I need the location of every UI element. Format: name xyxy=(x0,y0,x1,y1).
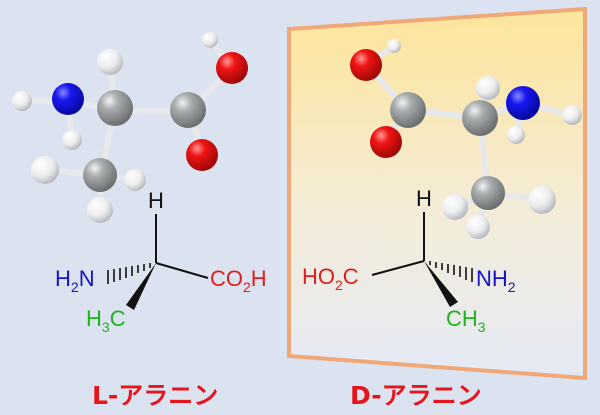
bond-to-carboxyl xyxy=(155,262,209,279)
carboxyl-group: CO2H xyxy=(210,266,267,295)
oxygen-atom xyxy=(370,126,402,158)
nitrogen-atom xyxy=(52,83,84,115)
d-alanine-structural-formula: H HO2C NH2 CH3 xyxy=(302,186,516,335)
carbon-atom-methyl xyxy=(83,158,117,192)
hydrogen-atom xyxy=(562,105,582,125)
oxygen-atom xyxy=(350,49,382,81)
carbon-atom-carboxyl xyxy=(390,92,426,128)
hydrogen-atom xyxy=(31,156,59,184)
hydrogen-atom xyxy=(124,169,146,191)
carbon-atom-alpha xyxy=(462,100,498,136)
l-alanine-structural-formula: H H2N CO2H H3C xyxy=(55,188,267,335)
carboxyl-group: HO2C xyxy=(302,264,359,293)
oxygen-atom xyxy=(186,139,218,171)
methyl-group: H3C xyxy=(86,306,126,335)
hydrogen-atom xyxy=(12,91,32,111)
hydrogen-atom xyxy=(202,32,218,48)
solid-wedge-bond xyxy=(126,263,156,310)
l-alanine-3d-model xyxy=(12,32,248,223)
hydrogen-atom xyxy=(387,39,401,53)
amine-group: NH2 xyxy=(476,266,516,295)
amine-group: H2N xyxy=(55,266,95,295)
carbon-atom-methyl xyxy=(471,176,505,210)
hydrogen-label: H xyxy=(148,188,164,213)
hashed-wedge-bond xyxy=(107,263,151,284)
hydrogen-atom xyxy=(97,49,123,75)
d-alanine-3d-model xyxy=(350,39,582,239)
hydrogen-atom xyxy=(507,126,525,144)
hydrogen-atom xyxy=(476,76,500,100)
solid-wedge-bond xyxy=(424,261,458,307)
hashed-wedge-bond xyxy=(429,261,473,282)
hydrogen-atom xyxy=(87,197,113,223)
hydrogen-atom xyxy=(528,186,556,214)
hydrogen-atom xyxy=(442,194,468,220)
carbon-atom-alpha xyxy=(97,90,133,126)
bond-to-carboxyl xyxy=(371,260,425,276)
l-alanine-label: L-アラニン xyxy=(92,381,219,410)
nitrogen-atom xyxy=(506,86,540,120)
hydrogen-atom xyxy=(62,130,82,150)
hydrogen-label: H xyxy=(416,186,432,211)
methyl-group: CH3 xyxy=(446,306,486,335)
oxygen-atom xyxy=(216,52,248,84)
d-alanine-label: D-アラニン xyxy=(350,381,482,410)
carbon-atom-carboxyl xyxy=(170,92,206,128)
hydrogen-atom xyxy=(466,215,490,239)
